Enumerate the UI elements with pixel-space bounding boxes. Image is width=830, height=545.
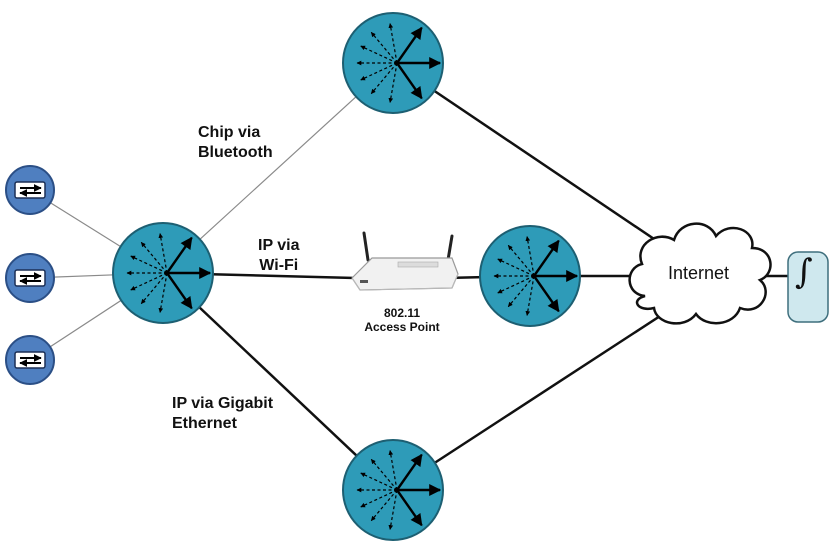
router-dashed-arrow: [158, 272, 168, 313]
router-dashed-arrow: [370, 489, 398, 522]
router-dashed-arrow: [158, 233, 168, 274]
gigabit-label-line1: IP via Gigabit: [172, 395, 274, 412]
router-dashed-arrow: [130, 255, 168, 274]
gigabit-link-label: IP via Gigabit Ethernet: [172, 394, 273, 434]
router-dashed-arrow: [130, 272, 168, 291]
link-top-internet: [392, 61, 701, 272]
router-solid-arrow: [533, 275, 560, 313]
device-node-1: [5, 165, 55, 215]
device-node-3: [5, 335, 55, 385]
gigabit-label-line2: Ethernet: [172, 415, 237, 432]
router-solid-arrow: [396, 453, 423, 491]
wifi-label-line1: IP via: [258, 237, 300, 254]
device-node-2: [5, 253, 55, 303]
router-dashed-arrow: [370, 31, 398, 64]
bluetooth-label-line2: Bluetooth: [198, 144, 273, 161]
router-solid-arrow: [396, 26, 423, 64]
router-solid-arrow: [396, 489, 423, 527]
router-node-hub: [112, 222, 214, 324]
router-dashed-arrow: [497, 275, 535, 294]
router-solid-arrow: [533, 239, 560, 277]
router-solid-arrow: [166, 236, 193, 274]
router-dashed-arrow: [507, 275, 535, 308]
router-solid-arrow: [396, 62, 423, 100]
wireless-access-point-icon: [351, 231, 459, 291]
router-dashed-arrow: [360, 472, 398, 491]
access-point-label: 802.11 Access Point: [352, 306, 452, 334]
router-dashed-arrow: [360, 45, 398, 64]
router-dashed-arrow: [525, 275, 535, 316]
integral-icon: [787, 251, 829, 323]
router-dashed-arrow: [360, 62, 398, 81]
integral-symbol: ∫: [795, 252, 813, 292]
router-dashed-arrow: [388, 489, 398, 530]
access-point-label-line1: 802.11: [383, 306, 421, 320]
router-dashed-arrow: [388, 23, 398, 64]
router-dashed-arrow: [507, 244, 535, 277]
router-solid-arrow: [166, 272, 193, 310]
link-gigabit: [162, 272, 394, 491]
bluetooth-link-label: Chip via Bluetooth: [198, 123, 273, 163]
router-dashed-arrow: [140, 241, 168, 274]
router-node-middle: [479, 225, 581, 327]
bluetooth-label-line1: Chip via: [198, 124, 261, 141]
router-dashed-arrow: [370, 62, 398, 95]
access-point-label-line2: Access Point: [364, 320, 440, 334]
wifi-link-label: IP via Wi-Fi: [258, 236, 300, 276]
router-dashed-arrow: [388, 62, 398, 103]
link-bottom-internet: [392, 288, 701, 492]
router-node-top: [342, 12, 444, 114]
wifi-label-line2: Wi-Fi: [259, 257, 299, 274]
internet-label: Internet: [668, 263, 730, 283]
cloud-icon: [628, 222, 772, 325]
router-dashed-arrow: [388, 450, 398, 491]
router-dashed-arrow: [370, 458, 398, 491]
router-dashed-arrow: [497, 258, 535, 277]
router-dashed-arrow: [360, 489, 398, 508]
router-dashed-arrow: [140, 272, 168, 305]
router-node-bottom: [342, 439, 444, 541]
link-bluetooth: [162, 62, 394, 274]
router-dashed-arrow: [525, 236, 535, 277]
